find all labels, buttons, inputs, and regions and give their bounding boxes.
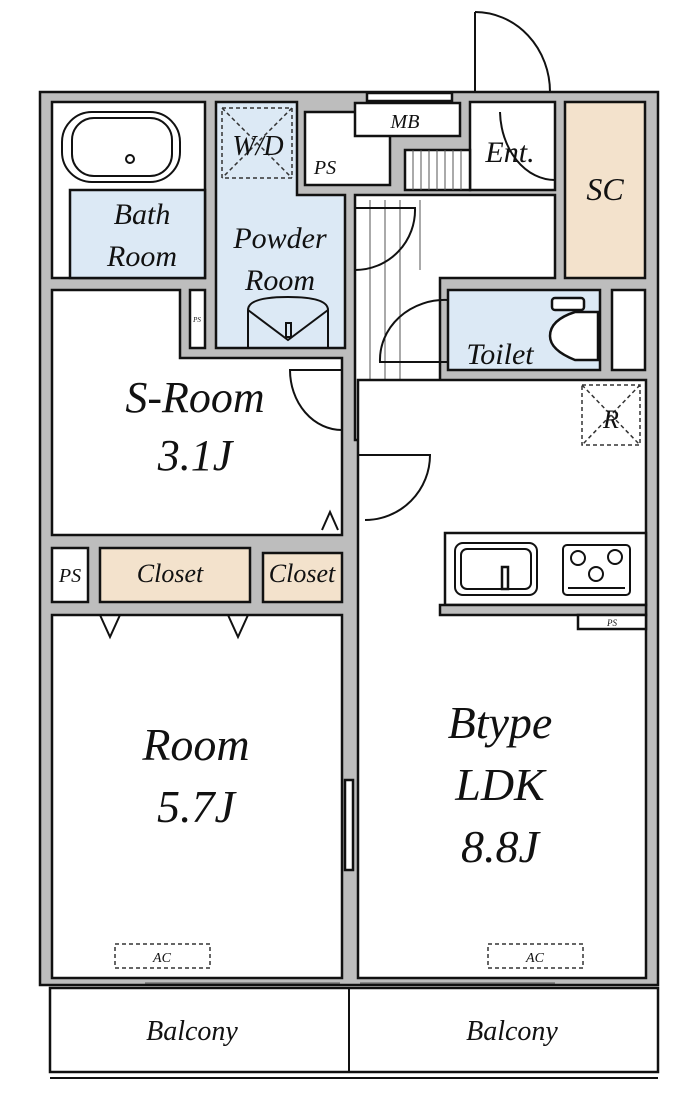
washer-dryer-label: W/D (232, 131, 283, 162)
balcony-2-label: Balcony (466, 1016, 558, 1047)
closet-2-label: Closet (269, 559, 336, 588)
mb-label: MB (390, 111, 420, 133)
ps-small-label: PS (192, 316, 201, 324)
powder-room-label-2: Room (244, 264, 315, 297)
refrigerator-label: R (602, 405, 619, 434)
stove-icon (562, 544, 631, 596)
s-room-door-icon (288, 369, 343, 431)
entrance-label: Ent. (484, 136, 534, 169)
type-label: Btype (448, 697, 553, 748)
ldk-name: LDK (454, 759, 547, 810)
s-room-name: S-Room (125, 373, 264, 422)
kitchen-counter (443, 531, 648, 607)
ldk-door-icon (358, 454, 432, 521)
powder-room (214, 100, 347, 350)
balcony (48, 986, 660, 1074)
bath-room-label-1: Bath (114, 198, 171, 231)
room-name: Room (141, 719, 249, 770)
ps-left-label: PS (58, 565, 81, 587)
balcony-1-label: Balcony (146, 1016, 238, 1047)
refrigerator-icon (581, 384, 641, 446)
ac-2-label: AC (525, 951, 545, 966)
ac-icon (114, 943, 211, 969)
entrance-door-icon (474, 11, 551, 93)
entrance (468, 100, 557, 192)
closet-1 (98, 546, 252, 604)
powder-door-icon (354, 207, 417, 271)
powder-room-label-1: Powder (232, 222, 327, 255)
closet-2 (261, 551, 344, 604)
ac-1-label: AC (152, 951, 172, 966)
ac-icon (487, 943, 584, 969)
bath-room-label-2: Room (106, 240, 177, 273)
room-size: 5.7J (157, 781, 238, 832)
shoe-closet (563, 100, 647, 280)
room (50, 613, 344, 980)
toilet-door-icon (378, 298, 449, 363)
bathtub-icon (61, 111, 181, 183)
ldk-size: 8.8J (461, 821, 542, 872)
meter-box (353, 101, 462, 138)
s-room (50, 288, 344, 537)
ldk (356, 378, 648, 980)
washbasin-icon (247, 295, 329, 347)
ps-label: PS (313, 157, 336, 179)
step-lines (403, 148, 472, 192)
shoe-closet-label: SC (586, 171, 624, 207)
toilet-icon (548, 296, 600, 362)
ps-kitchen-label: PS (606, 618, 617, 628)
closet-1-label: Closet (137, 559, 204, 588)
washer-dryer-icon (221, 107, 293, 179)
toilet-label: Toilet (466, 338, 534, 371)
sink-icon (454, 542, 538, 596)
s-room-size: 3.1J (157, 431, 235, 480)
